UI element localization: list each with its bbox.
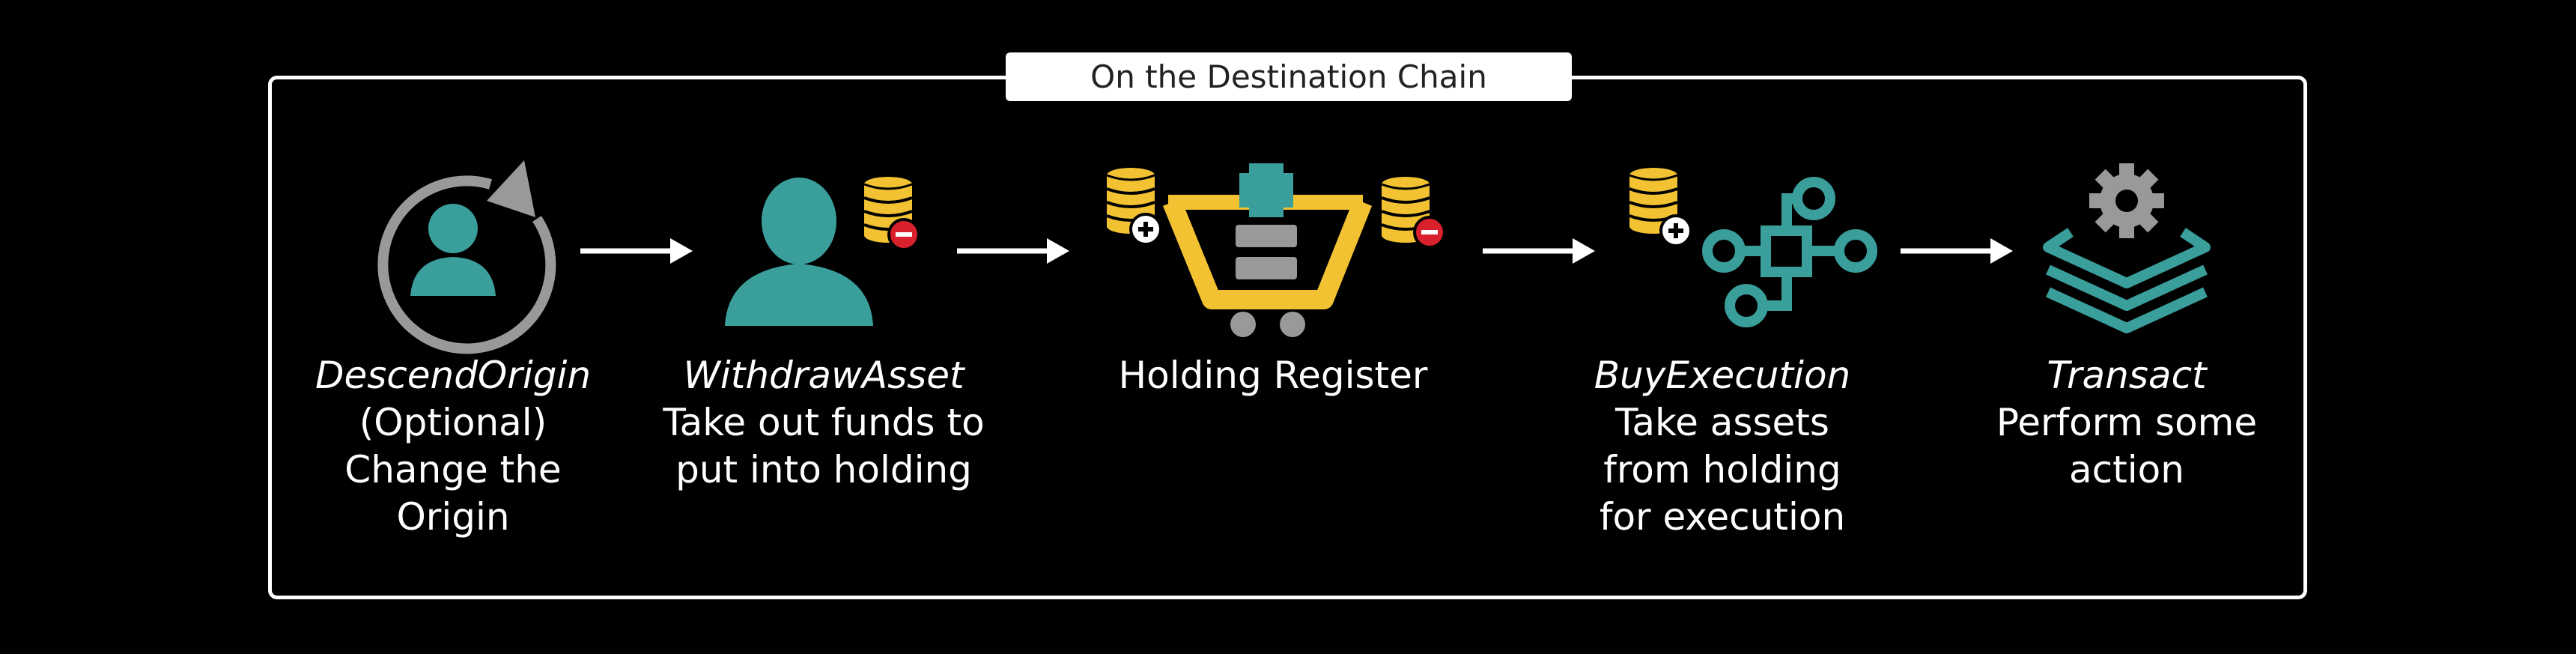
arrow-2: [957, 238, 1069, 264]
step-line: Take assets: [1615, 401, 1829, 444]
step-line: Perform some: [1996, 401, 2258, 444]
transact-caption: Transact Perform some action: [1977, 352, 2276, 494]
step-line: Holding Register: [1118, 354, 1428, 397]
descend-origin-icon: [377, 160, 556, 354]
step-name: Transact: [2047, 354, 2207, 397]
step-line: (Optional): [359, 401, 547, 444]
holding-register-caption: Holding Register: [1086, 352, 1460, 399]
step-line: action: [2069, 448, 2184, 491]
withdraw-asset-caption: WithdrawAsset Take out funds to put into…: [637, 352, 1011, 494]
holding-register-icon: [1105, 163, 1446, 337]
step-name: DescendOrigin: [315, 354, 592, 397]
buy-execution-caption: BuyExecution Take assets from holding fo…: [1573, 352, 1872, 541]
step-line: for execution: [1599, 495, 1846, 539]
transact-icon: [2043, 163, 2211, 333]
step-line: put into holding: [675, 448, 972, 491]
withdraw-asset-icon: [725, 175, 920, 326]
arrow-3: [1483, 238, 1595, 264]
step-name: BuyExecution: [1594, 354, 1851, 397]
arrow-1: [580, 238, 693, 264]
step-line: Origin: [396, 495, 510, 539]
step-line: Change the: [344, 448, 562, 491]
step-line: from holding: [1603, 448, 1841, 491]
descend-origin-caption: DescendOrigin (Optional) Change the Orig…: [303, 352, 603, 541]
frame-title: On the Destination Chain: [1006, 52, 1572, 101]
step-name: WithdrawAsset: [683, 354, 965, 397]
buy-execution-icon: [1628, 166, 1877, 327]
step-line: Take out funds to: [663, 401, 985, 444]
arrow-4: [1901, 238, 2013, 264]
